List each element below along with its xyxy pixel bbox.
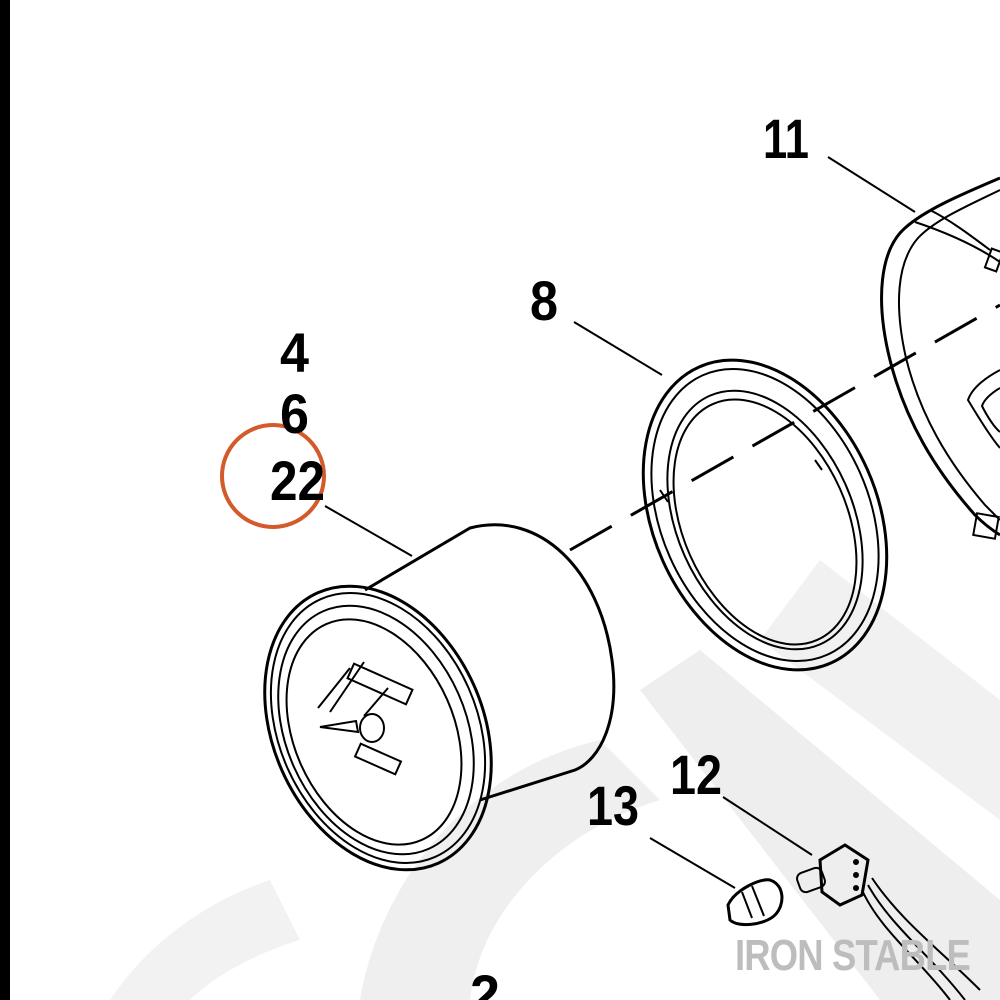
leader-line-8 (573, 321, 663, 376)
sensor-part-12 (796, 843, 981, 1000)
leader-line-13 (649, 837, 736, 889)
gauge-part-22 (263, 523, 616, 872)
watermark-text: IRON STABLE (735, 931, 970, 980)
callout-2: 2 (470, 963, 500, 1000)
leader-line-12 (722, 796, 813, 856)
callout-22: 22 (270, 449, 325, 512)
center-axis-dashed-line (569, 303, 1000, 552)
callout-8: 8 (530, 269, 558, 332)
leader-line-11 (827, 156, 916, 213)
callout-4: 4 (280, 321, 309, 384)
left-border-bar (0, 0, 10, 1000)
callout-6: 6 (280, 382, 309, 445)
leader-line-22 (324, 505, 413, 557)
bezel-ring-part-8 (641, 358, 889, 672)
grommet-part-13 (726, 878, 784, 927)
callout-13: 13 (587, 774, 639, 837)
callout-11: 11 (763, 107, 809, 170)
highlight-circle (220, 423, 326, 529)
housing-part-11 (880, 176, 1000, 540)
background-logo-shapes (110, 560, 1000, 1000)
callout-12: 12 (670, 743, 722, 806)
